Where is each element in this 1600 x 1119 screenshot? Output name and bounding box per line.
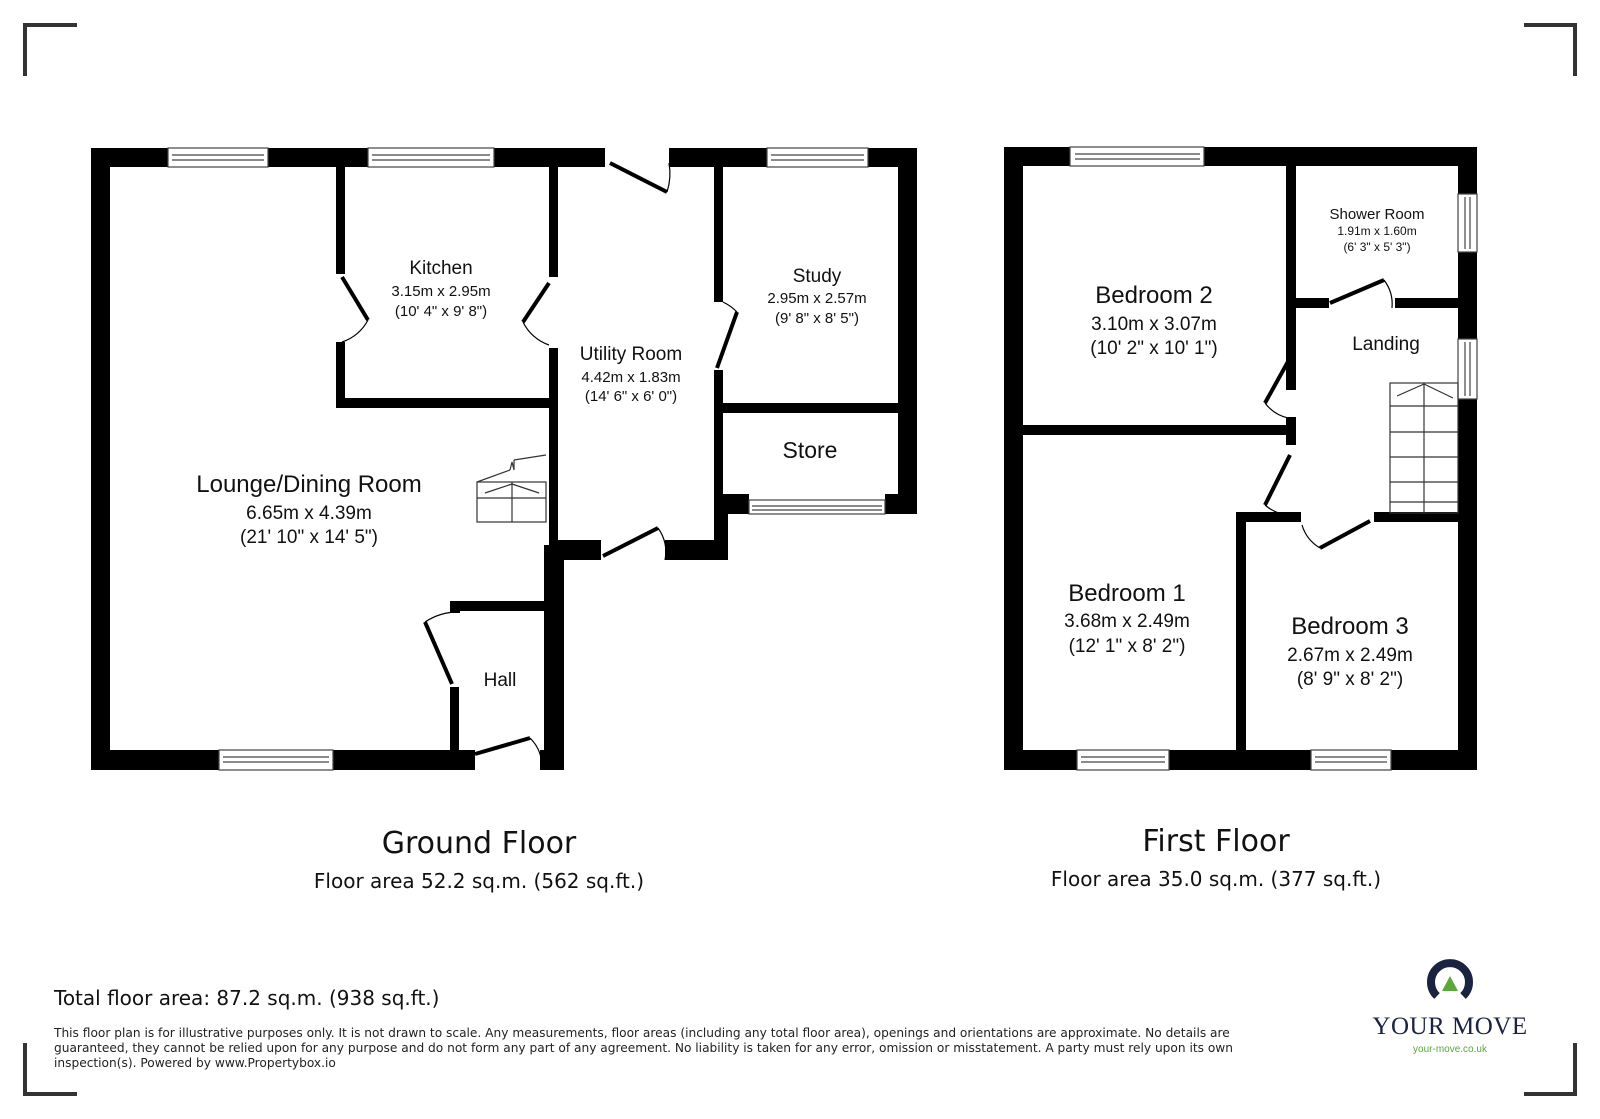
brand-name: YOUR MOVE	[1372, 1013, 1528, 1040]
door-icon	[1263, 278, 1393, 550]
room-name: Bedroom 3	[1291, 613, 1408, 640]
first-floor-room-labels: Bedroom 2 3.10m x 3.07m (10' 2" x 10' 1"…	[1064, 206, 1424, 690]
room-dimensions-imperial: (12' 1" x 8' 2")	[1069, 636, 1186, 657]
room-dimensions-imperial: (21' 10" x 14' 5")	[240, 527, 378, 548]
total-floor-area: Total floor area: 87.2 sq.m. (938 sq.ft.…	[54, 986, 440, 1010]
room-name: Kitchen	[409, 258, 472, 279]
brand-url[interactable]: your-move.co.uk	[1413, 1044, 1487, 1055]
room-dimensions-imperial: (10' 2" x 10' 1")	[1090, 338, 1217, 359]
room-dimensions-metric: 3.10m x 3.07m	[1091, 314, 1217, 335]
room-dimensions-imperial: (14' 6" x 6' 0")	[585, 388, 677, 405]
ground-floor-area: Floor area 52.2 sq.m. (562 sq.ft.)	[313, 869, 645, 893]
room-name: Bedroom 2	[1095, 282, 1212, 309]
room-dimensions-imperial: (8' 9" x 8' 2")	[1297, 669, 1403, 690]
room-dimensions-metric: 3.15m x 2.95m	[391, 283, 490, 300]
room-name: Bedroom 1	[1068, 580, 1185, 607]
stairs-icon	[476, 454, 547, 523]
room-dimensions-metric: 2.67m x 2.49m	[1287, 645, 1413, 666]
room-dimensions-imperial: (9' 8" x 8' 5")	[775, 310, 859, 327]
first-floor-area: Floor area 35.0 sq.m. (377 sq.ft.)	[1050, 867, 1382, 891]
room-dimensions-metric: 6.65m x 4.39m	[246, 503, 372, 524]
your-move-logo-icon	[1427, 959, 1473, 999]
room-name: Store	[783, 437, 838, 463]
first-floor-title: First Floor	[1142, 824, 1290, 859]
crop-corner-icon	[23, 23, 1577, 1096]
window-icon	[167, 147, 886, 771]
room-name: Landing	[1352, 334, 1420, 355]
window-icon	[1069, 146, 1478, 771]
room-dimensions-metric: 3.68m x 2.49m	[1064, 611, 1190, 632]
room-name: Study	[793, 266, 842, 287]
room-dimensions-metric: 4.42m x 1.83m	[581, 369, 680, 386]
room-name: Hall	[484, 670, 517, 691]
ground-floor-room-labels: Kitchen 3.15m x 2.95m (10' 4" x 9' 8") U…	[196, 258, 866, 691]
brand-logo: YOUR MOVE your-move.co.uk	[1360, 954, 1540, 1055]
disclaimer-text: This floor plan is for illustrative purp…	[54, 1026, 1233, 1070]
room-name: Shower Room	[1329, 206, 1424, 223]
ground-floor-walls	[91, 148, 917, 770]
room-dimensions-imperial: (6' 3" x 5' 3")	[1343, 240, 1410, 254]
room-name: Lounge/Dining Room	[196, 471, 421, 498]
ground-floor-title: Ground Floor	[381, 826, 577, 861]
room-name: Utility Room	[580, 344, 682, 365]
stairs-icon	[1389, 382, 1459, 514]
door-icon	[340, 161, 739, 771]
door-opening	[605, 148, 669, 167]
room-dimensions-metric: 1.91m x 1.60m	[1337, 224, 1416, 238]
room-dimensions-imperial: (10' 4" x 9' 8")	[395, 303, 487, 320]
room-dimensions-metric: 2.95m x 2.57m	[767, 290, 866, 307]
